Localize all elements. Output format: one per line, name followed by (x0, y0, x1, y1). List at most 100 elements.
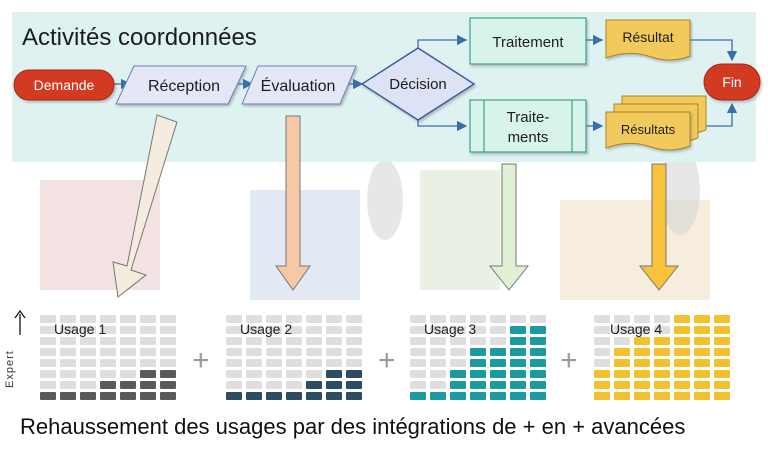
level-cell-filled (594, 370, 610, 378)
level-cell-empty (654, 326, 670, 334)
level-cell-filled (430, 392, 446, 400)
level-cell-empty (614, 315, 630, 323)
level-cell-filled (490, 370, 506, 378)
level-cell-filled (634, 348, 650, 356)
level-cell-empty (226, 326, 242, 334)
reception-node (115, 65, 247, 105)
arrow-traitements-usage3 (488, 163, 530, 291)
level-cell-empty (160, 326, 176, 334)
level-cell-filled (470, 370, 486, 378)
level-cell-empty (614, 326, 630, 334)
level-cell-filled (614, 348, 630, 356)
level-cell-filled (674, 337, 690, 345)
level-cell-filled (614, 392, 630, 400)
level-cell-filled (40, 392, 56, 400)
traitements-node (469, 99, 587, 153)
level-cell-filled (306, 392, 322, 400)
level-cell-filled (714, 315, 730, 323)
level-cell-empty (614, 337, 630, 345)
level-cell-empty (430, 348, 446, 356)
connector-resultat-fin (690, 39, 738, 62)
level-cell-empty (120, 337, 136, 345)
fin-label: Fin (722, 74, 741, 90)
level-cell-filled (450, 370, 466, 378)
level-cell-empty (470, 326, 486, 334)
level-cell-empty (100, 348, 116, 356)
level-cell-empty (266, 359, 282, 367)
level-cell-filled (714, 370, 730, 378)
level-cell-empty (226, 337, 242, 345)
level-cell-filled (694, 359, 710, 367)
level-cell-empty (40, 381, 56, 389)
arrow-resultats-usage4 (638, 163, 680, 291)
level-cell-filled (634, 392, 650, 400)
level-cell-filled (654, 359, 670, 367)
level-cell-filled (326, 392, 342, 400)
level-cell-filled (490, 392, 506, 400)
level-cell-empty (160, 337, 176, 345)
level-cell-filled (470, 392, 486, 400)
level-cell-empty (80, 381, 96, 389)
level-cell-empty (430, 337, 446, 345)
level-cell-empty (80, 370, 96, 378)
level-cell-filled (140, 370, 156, 378)
level-cell-filled (714, 326, 730, 334)
usage-grid-2 (226, 315, 362, 400)
resultat-node (605, 19, 691, 61)
level-cell-empty (140, 315, 156, 323)
level-cell-filled (470, 359, 486, 367)
level-cell-empty (450, 348, 466, 356)
level-cell-filled (100, 381, 116, 389)
silhouette-person (367, 160, 403, 240)
usage-grid-1 (40, 315, 176, 400)
level-cell-filled (714, 392, 730, 400)
level-cell-filled (120, 392, 136, 400)
level-cell-empty (326, 348, 342, 356)
level-cell-empty (410, 381, 426, 389)
usage-4-label: Usage 4 (610, 321, 663, 337)
level-cell-empty (346, 315, 362, 323)
level-cell-filled (490, 381, 506, 389)
level-cell-empty (594, 359, 610, 367)
level-cell-empty (100, 315, 116, 323)
level-cell-filled (634, 337, 650, 345)
level-cell-filled (530, 370, 546, 378)
level-cell-empty (346, 326, 362, 334)
level-cell-filled (510, 359, 526, 367)
level-cell-empty (430, 326, 446, 334)
level-cell-filled (160, 392, 176, 400)
level-cell-empty (286, 381, 302, 389)
level-cell-filled (346, 392, 362, 400)
level-cell-filled (654, 337, 670, 345)
level-cell-empty (266, 315, 282, 323)
level-cell-filled (694, 348, 710, 356)
level-cell-empty (40, 326, 56, 334)
level-cell-empty (226, 359, 242, 367)
level-cell-filled (614, 381, 630, 389)
level-cell-empty (60, 348, 76, 356)
level-cell-filled (674, 370, 690, 378)
connector-resultats-fin (706, 102, 738, 127)
level-cell-empty (306, 359, 322, 367)
level-cell-empty (326, 315, 342, 323)
plus-sign: + (378, 344, 396, 377)
traitements-label-line2: ments (508, 129, 549, 146)
level-cell-filled (714, 359, 730, 367)
level-cell-empty (530, 315, 546, 323)
level-cell-empty (490, 337, 506, 345)
level-cell-empty (60, 326, 76, 334)
level-cell-empty (60, 370, 76, 378)
level-cell-empty (80, 359, 96, 367)
traitement-node (469, 17, 587, 65)
level-cell-empty (346, 359, 362, 367)
level-cell-empty (60, 315, 76, 323)
level-cell-empty (266, 326, 282, 334)
level-cell-filled (490, 359, 506, 367)
level-cell-filled (674, 348, 690, 356)
usage-2-label: Usage 2 (240, 321, 293, 337)
level-cell-empty (120, 326, 136, 334)
level-cell-empty (120, 370, 136, 378)
evaluation-label: Évaluation (261, 76, 336, 95)
level-cell-empty (634, 326, 650, 334)
